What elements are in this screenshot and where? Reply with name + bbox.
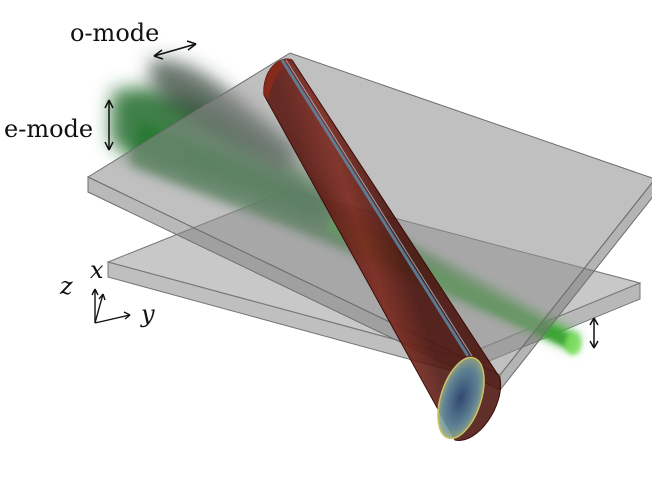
fiber-core-line [280, 59, 470, 357]
fiber-top-cap [263, 59, 292, 100]
beam-exit-spot [565, 333, 581, 355]
axis-y-label: y [140, 300, 155, 328]
fiber-core-highlight [285, 59, 473, 357]
o-mode-label: o-mode [70, 19, 159, 47]
e-mode-arrow [104, 99, 114, 151]
axis-y-line [94, 314, 131, 324]
axis-z-label: z [59, 272, 73, 300]
axis-x-line [94, 293, 104, 324]
o-mode-arrow [153, 40, 197, 60]
fiber-cylinder [263, 58, 502, 441]
axis-x-label: x [90, 256, 104, 284]
axes-indicator [91, 288, 131, 324]
exit-polarization-arrow [589, 317, 599, 349]
e-mode-label: e-mode [4, 115, 93, 143]
fiber-end-cap [437, 356, 485, 440]
